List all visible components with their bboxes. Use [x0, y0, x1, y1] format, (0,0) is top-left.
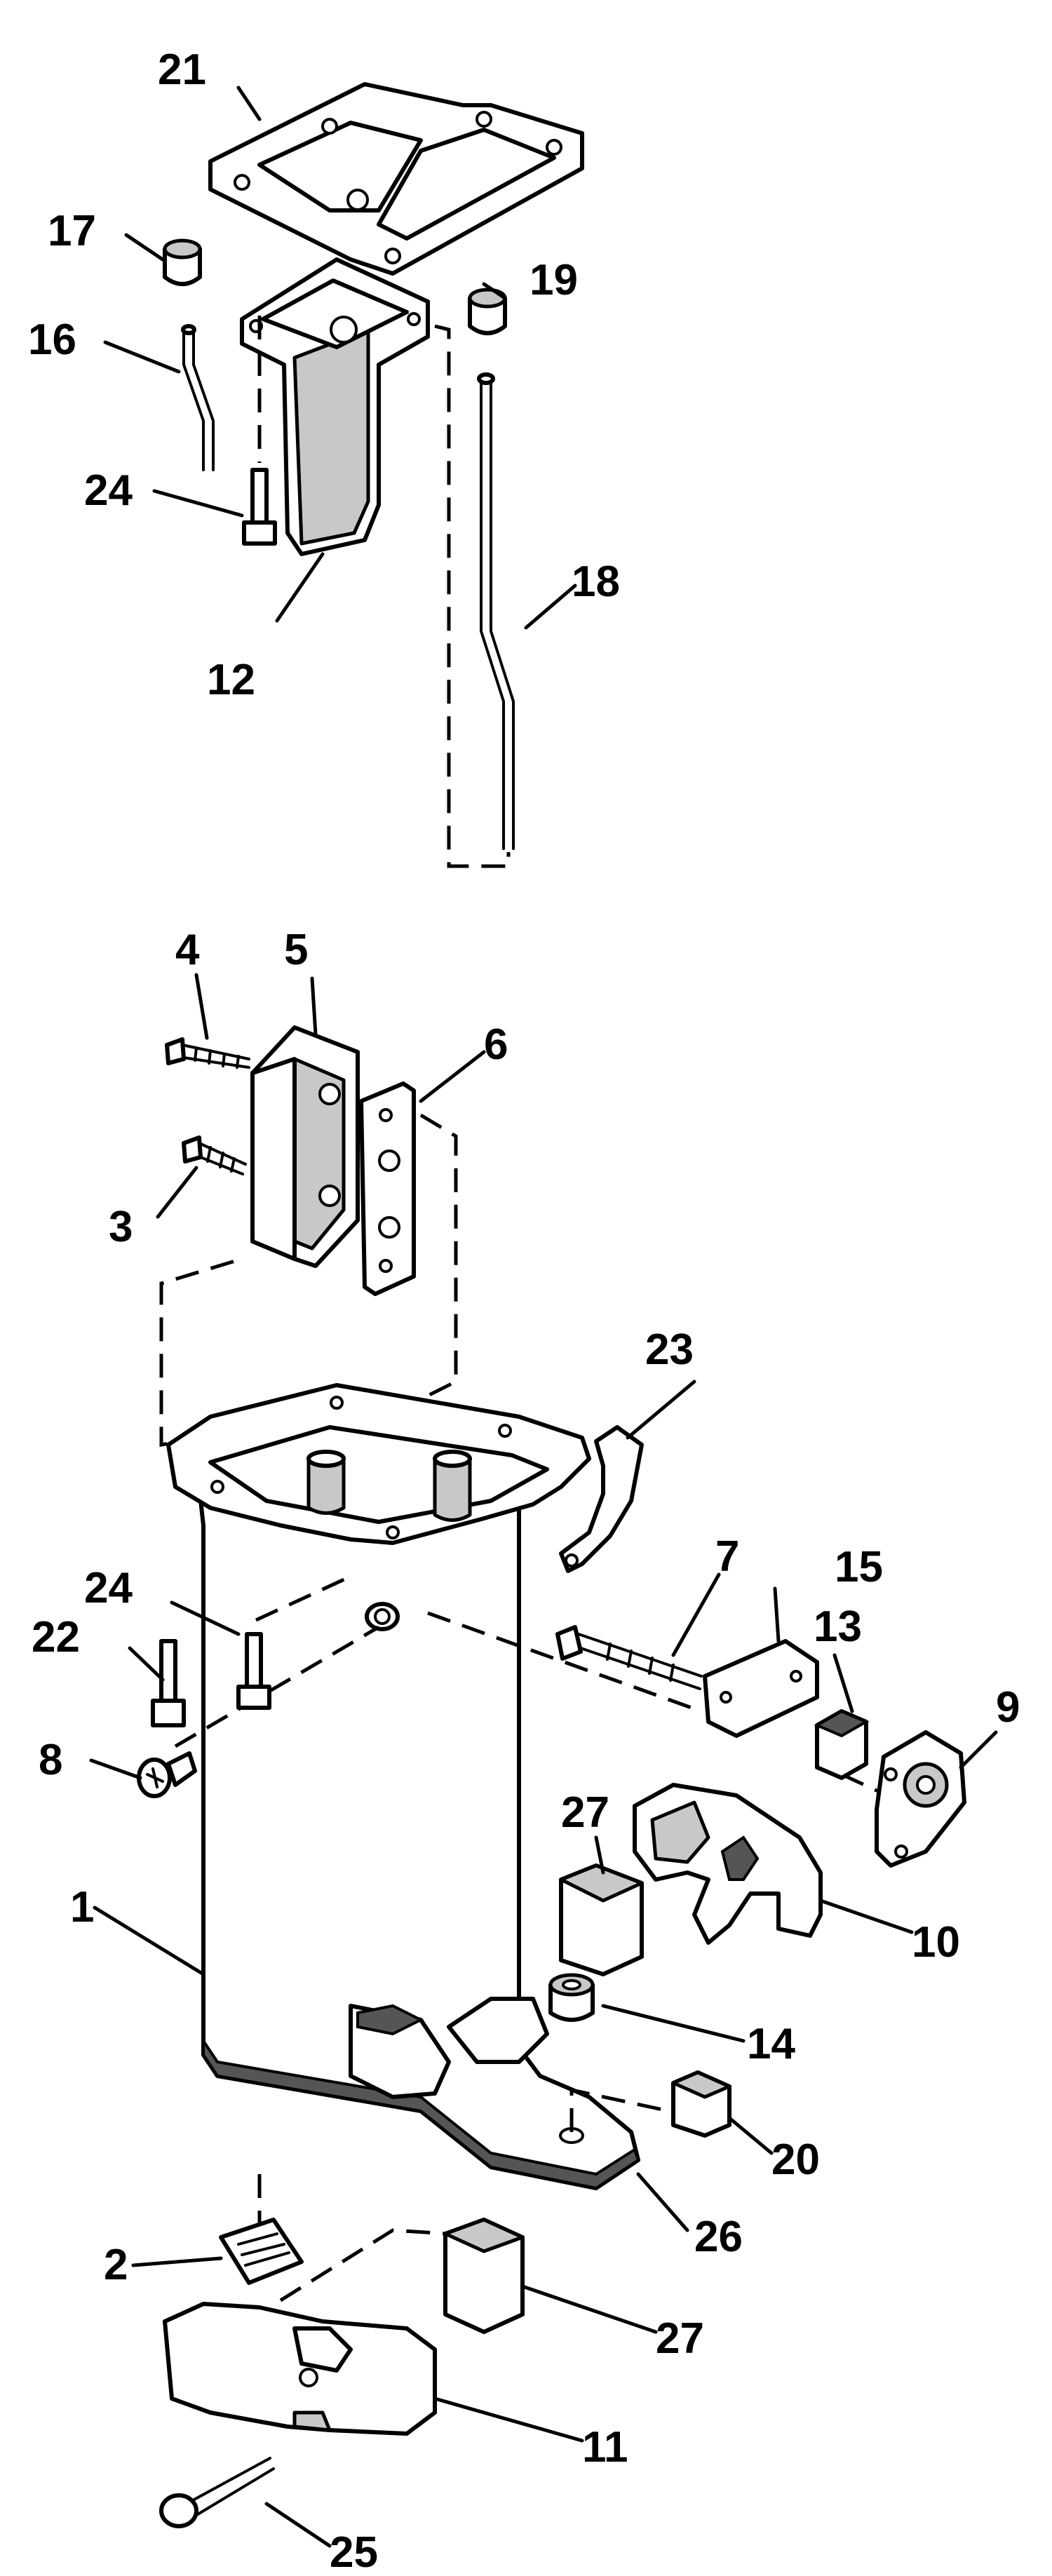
plate-part-15 — [703, 1639, 819, 1738]
callout-27-upper: 27 — [561, 1788, 609, 1837]
bolt-part-24-upper — [242, 468, 277, 546]
driveshaft-housing-part-1 — [166, 1383, 640, 2190]
callout-13: 13 — [814, 1603, 862, 1651]
damper-part-10 — [633, 1783, 823, 1945]
callout-2: 2 — [104, 2241, 128, 2289]
mount-part-27-lower — [443, 2218, 525, 2334]
callout-9: 9 — [996, 1683, 1020, 1732]
callout-8: 8 — [39, 1736, 62, 1784]
callout-27-lower: 27 — [656, 2314, 704, 2363]
callout-11: 11 — [582, 2423, 628, 2472]
bolt-part-24-lower — [236, 1632, 271, 1710]
callout-15: 15 — [835, 1543, 883, 1591]
callout-10: 10 — [912, 1918, 960, 1967]
screw-part-3 — [182, 1135, 247, 1175]
screw-part-8 — [137, 1751, 197, 1798]
callout-5: 5 — [284, 926, 308, 974]
bolt-part-7 — [555, 1625, 703, 1690]
bolt-part-22 — [151, 1639, 186, 1727]
water-tube-part-18 — [477, 372, 515, 850]
gasket-part-6 — [359, 1081, 416, 1296]
lower-cap-part-11 — [163, 2302, 437, 2436]
leader-lines — [89, 86, 998, 2548]
callout-labels: 21 17 19 16 24 12 18 4 5 6 3 23 7 15 13 … — [28, 46, 1020, 2576]
callout-23: 23 — [645, 1326, 694, 1374]
exhaust-housing-part-12 — [240, 257, 430, 556]
dashed-line-housing-bolt — [255, 1576, 349, 1622]
grommet-part-17 — [163, 238, 202, 286]
callout-18: 18 — [572, 558, 620, 606]
callout-24-upper: 24 — [84, 466, 133, 515]
gasket-part-21 — [208, 82, 584, 276]
callout-19: 19 — [530, 256, 578, 304]
bushing-part-14 — [548, 1973, 595, 2022]
cover-part-5 — [250, 1025, 360, 1268]
block-part-13 — [814, 1709, 870, 1780]
callout-12: 12 — [207, 656, 255, 704]
dashed-line-screw-8 — [174, 1625, 380, 1748]
bolt-part-25 — [159, 2457, 275, 2528]
callout-1: 1 — [70, 1883, 94, 1931]
dashed-line-bolt-7 — [427, 1611, 702, 1713]
callout-24-lower: 24 — [84, 1564, 133, 1612]
callout-4: 4 — [175, 926, 200, 974]
dashed-line-lower-cap — [279, 2228, 450, 2302]
callout-22: 22 — [32, 1613, 80, 1661]
bracket-part-23 — [559, 1425, 644, 1573]
callout-16: 16 — [28, 316, 76, 364]
callout-3: 3 — [109, 1203, 133, 1251]
callout-6: 6 — [484, 1020, 508, 1069]
block-part-20 — [671, 2070, 731, 2138]
dashed-line-bushing — [569, 2087, 702, 2132]
callout-26: 26 — [694, 2213, 743, 2261]
bracket-part-9 — [875, 1730, 966, 1868]
dashed-line-tube — [434, 324, 511, 868]
anode-part-2 — [219, 2218, 304, 2285]
callout-21: 21 — [158, 46, 206, 94]
callout-25: 25 — [330, 2528, 378, 2576]
mount-part-27-upper — [559, 1863, 644, 1976]
callout-14: 14 — [747, 2020, 795, 2068]
tube-part-16 — [181, 324, 215, 471]
callout-7: 7 — [715, 1532, 739, 1581]
callout-17: 17 — [48, 207, 96, 255]
screw-part-4 — [165, 1037, 250, 1069]
callout-20: 20 — [771, 2136, 820, 2184]
